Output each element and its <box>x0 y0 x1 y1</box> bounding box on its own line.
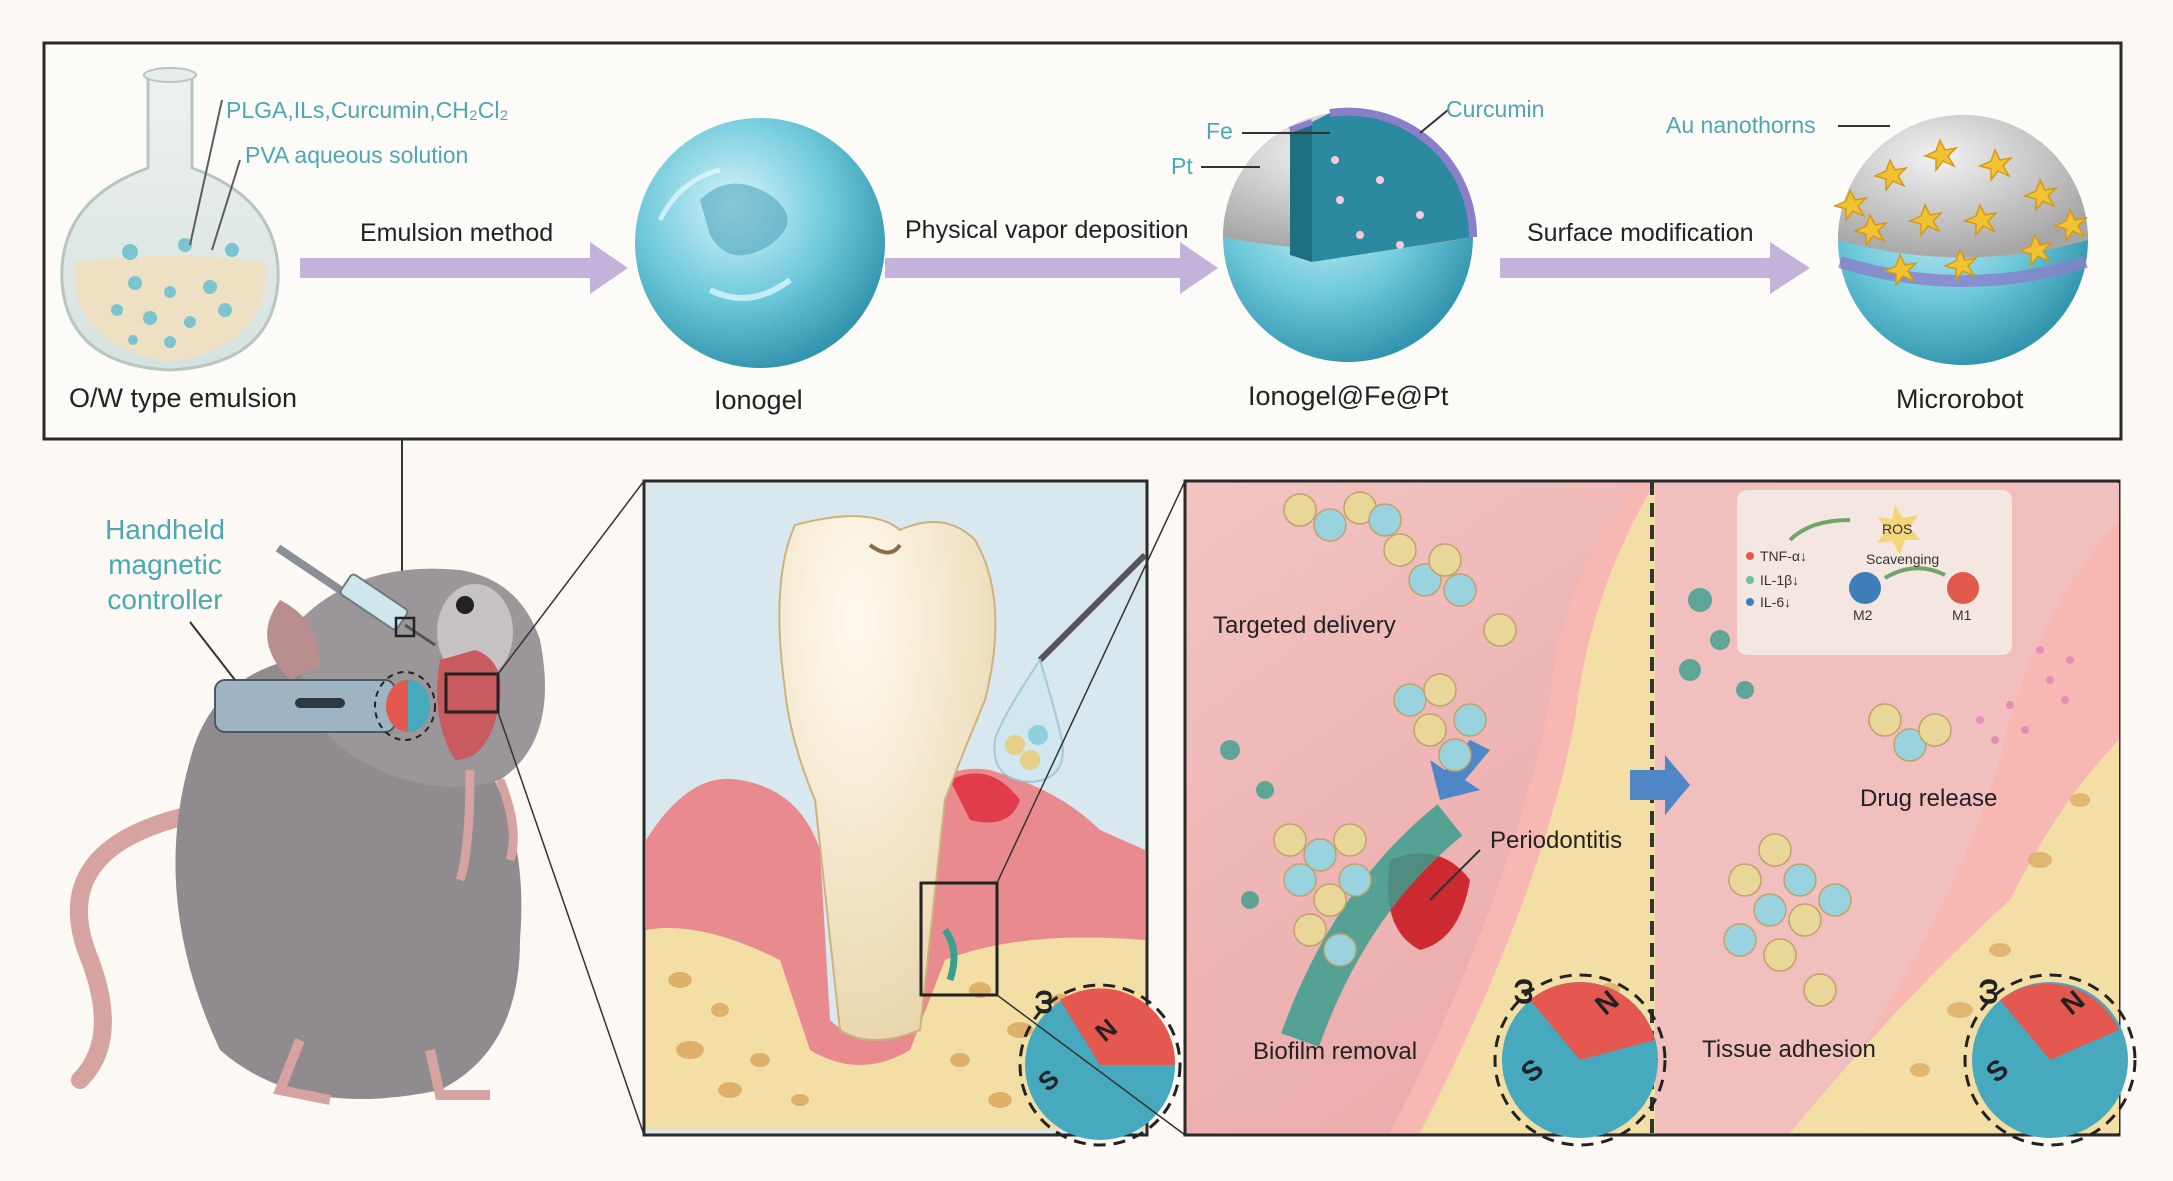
syringe <box>275 544 436 647</box>
microrobot <box>1832 115 2089 365</box>
flask <box>60 67 280 372</box>
layer-label-fe: Fe <box>1206 118 1233 144</box>
synthesis-panel <box>42 41 2123 441</box>
cytokine-il1b: IL-1β↓ <box>1760 572 1800 588</box>
m2-macrophage <box>1849 572 1881 604</box>
zoom-line <box>497 711 645 1136</box>
ionogel-fe-pt-sphere <box>1201 107 1478 362</box>
m1-macrophage <box>1947 572 1979 604</box>
arrow-vapor-deposition <box>885 242 1218 294</box>
label-ros: ROS <box>1882 521 1913 537</box>
transition-arrow <box>1630 755 1690 815</box>
right-magnet-omega: ω <box>1968 977 2005 1006</box>
arrow-label-surface-modification: Surface modification <box>1527 219 1754 247</box>
layer-label-curcumin: Curcumin <box>1446 96 1545 122</box>
layer-label-au: Au nanothorns <box>1666 112 1816 138</box>
handheld-controller <box>189 621 436 741</box>
step-caption-emulsion: O/W type emulsion <box>69 383 298 413</box>
label-targeted-delivery: Targeted delivery <box>1213 612 1396 639</box>
controller-label: Handheld magnetic controller <box>80 512 250 617</box>
zoom-line <box>996 480 1186 884</box>
label-m2: M2 <box>1853 607 1873 623</box>
label-drug-release: Drug release <box>1860 785 1998 812</box>
ionogel-sphere <box>635 118 885 368</box>
cytokine-tnf: TNF-α↓ <box>1760 548 1807 564</box>
arrow-label-vapor-deposition: Physical vapor deposition <box>905 216 1189 244</box>
label-scavenging: Scavenging <box>1866 551 1940 567</box>
step-caption-microrobot: Microrobot <box>1896 384 2024 414</box>
bacteria <box>1220 588 1754 909</box>
therapy-magnet-left <box>1493 973 1667 1147</box>
layer-label-pt: Pt <box>1171 153 1193 179</box>
controller-label-line1: Handheld <box>105 514 225 545</box>
step-caption-ionogel: Ionogel <box>714 385 803 415</box>
label-periodontitis: Periodontitis <box>1490 827 1623 854</box>
arrow-surface-modification <box>1500 242 1810 294</box>
controller-label-line3: controller <box>107 584 223 615</box>
mouth-zoom-box <box>444 672 500 714</box>
microrobot-cluster <box>1273 491 1952 1007</box>
flask-label-2: PVA aqueous solution <box>245 142 469 168</box>
label-m1: M1 <box>1952 607 1972 623</box>
left-magnet-omega: ω <box>1503 977 1540 1006</box>
cytokine-inset <box>1737 490 2012 655</box>
needle-and-droplet <box>993 552 1148 784</box>
therapy-magnet-right <box>1963 973 2137 1147</box>
label-biofilm-removal: Biofilm removal <box>1253 1038 1418 1065</box>
arrow-emulsion <box>300 242 628 294</box>
drug-particles <box>1976 646 2074 744</box>
zoom-line <box>996 994 1186 1136</box>
cytokine-il6: IL-6↓ <box>1760 594 1792 610</box>
rat-illustration <box>69 568 545 1105</box>
controller-label-line2: magnetic <box>108 549 222 580</box>
tooth-magnet-omega: ω <box>1025 989 1059 1015</box>
label-tissue-adhesion: Tissue adhesion <box>1702 1036 1876 1063</box>
pocket-zoom-box <box>919 881 999 997</box>
tooth <box>778 515 997 1041</box>
step-caption-ionogel-fe-pt: Ionogel@Fe@Pt <box>1248 381 1449 411</box>
tooth-panel-magnet <box>1018 983 1182 1147</box>
flask-label-1: PLGA,ILs,Curcumin,CH₂Cl₂ <box>226 97 509 123</box>
zoom-line <box>497 480 645 675</box>
arrow-label-emulsion: Emulsion method <box>360 219 554 247</box>
